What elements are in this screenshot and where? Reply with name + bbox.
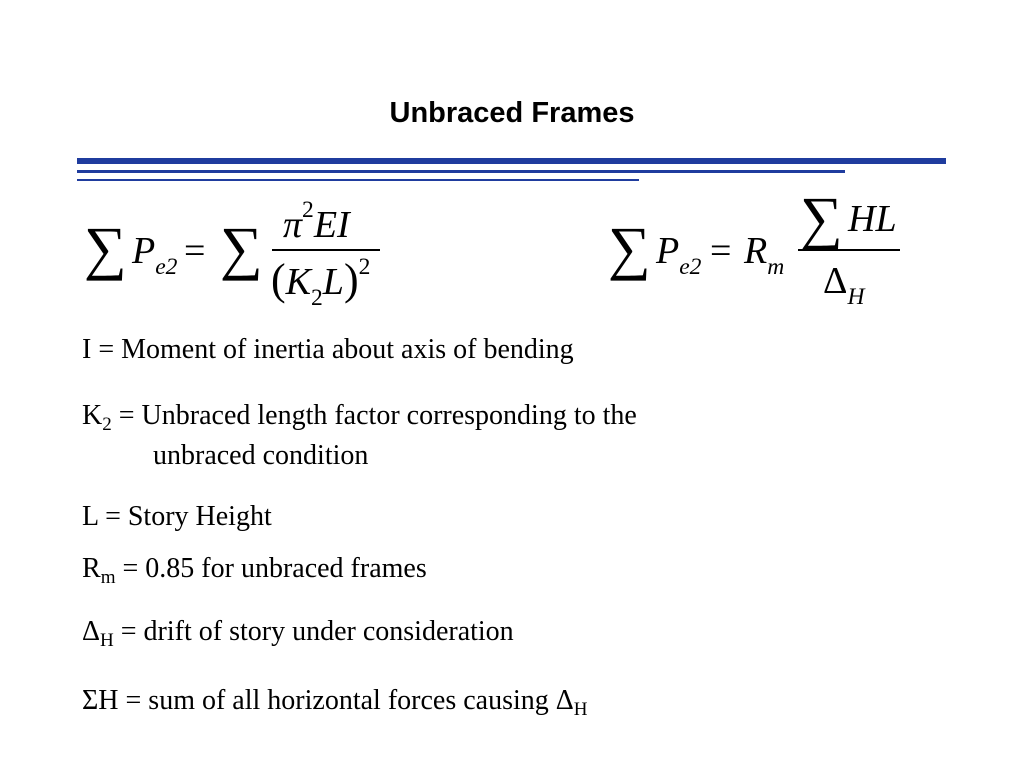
definition-Rm: Rm = 0.85 for unbraced frames (82, 553, 427, 589)
formula1-P: Pe2 (132, 230, 178, 280)
formula1-equals: = (184, 230, 206, 272)
definition-L: L = Story Height (82, 501, 272, 532)
sigma-symbol: ∑ (800, 185, 843, 251)
formula2-denominator: ΔH (823, 260, 865, 310)
rule-bottom (77, 179, 639, 181)
definition-I: I = Moment of inertia about axis of bend… (82, 334, 574, 365)
formula1-denominator: (K2L)2 (271, 253, 371, 311)
rule-top (77, 158, 946, 164)
formula1-fraction-bar (272, 249, 380, 251)
formula2-equals: = (710, 230, 732, 272)
definition-delta-H: ΔH = drift of story under consideration (82, 616, 514, 652)
definition-K2-continued: unbraced condition (153, 440, 369, 471)
formula2-numerator: HL (848, 198, 897, 240)
formula2-P: Pe2 (656, 230, 702, 280)
formula1-numerator: π2EI (283, 196, 350, 246)
sigma-symbol: ∑ (84, 215, 127, 281)
formula2-R: Rm (744, 230, 785, 280)
sigma-symbol: ∑ (220, 215, 263, 281)
definition-sum-H: ΣH = sum of all horizontal forces causin… (82, 685, 588, 721)
rule-middle (77, 170, 845, 173)
definition-K2: K2 = Unbraced length factor correspondin… (82, 400, 637, 436)
slide-title: Unbraced Frames (389, 97, 635, 129)
sigma-symbol: ∑ (608, 215, 651, 281)
formula2-fraction-bar (798, 249, 900, 251)
